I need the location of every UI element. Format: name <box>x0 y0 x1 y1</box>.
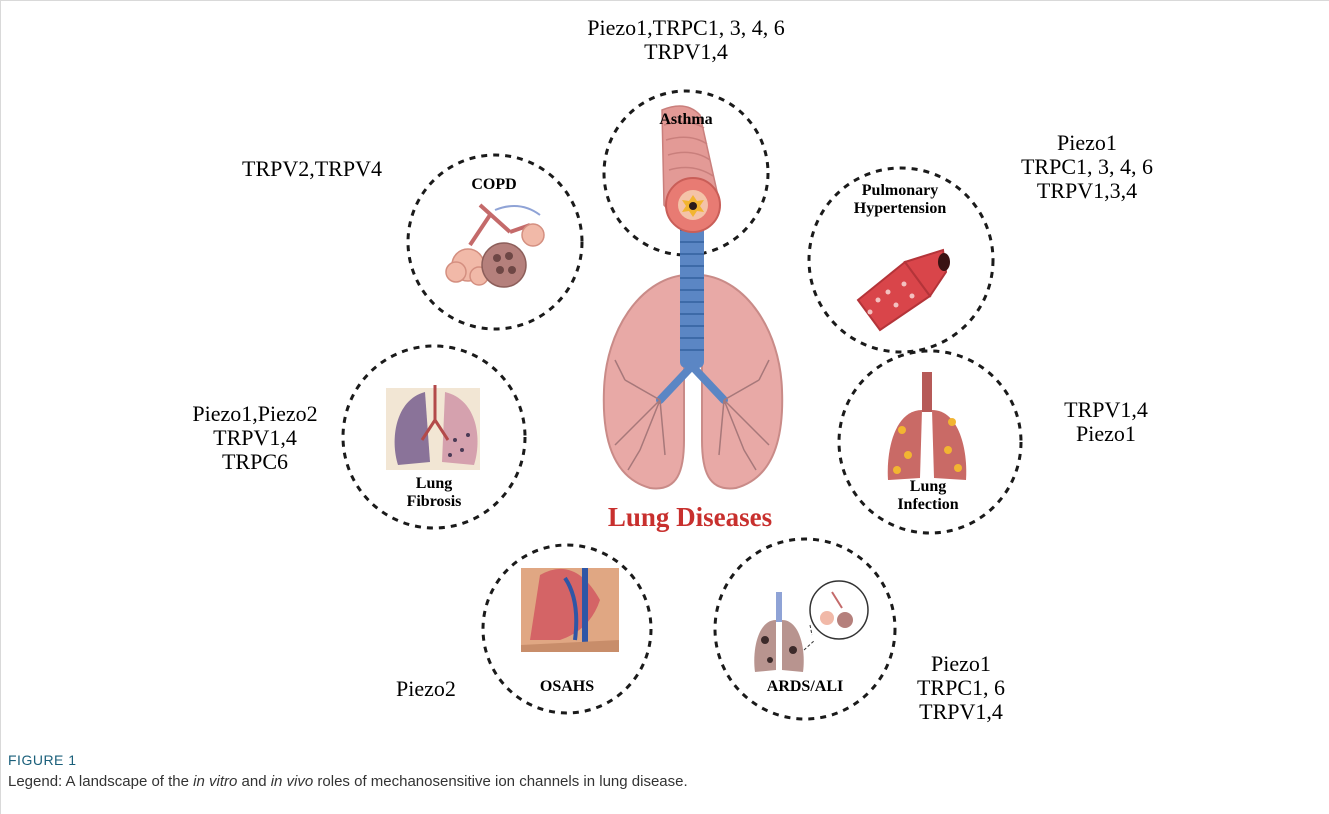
lung-infection-channels: TRPV1,4 Piezo1 <box>1046 398 1166 446</box>
pulmonary-hypertension-illustration <box>858 250 950 330</box>
asthma-title: Asthma <box>636 111 736 129</box>
figure-caption-head: FIGURE 1 <box>8 752 77 768</box>
osahs-channels: Piezo2 <box>396 677 486 701</box>
pulmonary-hypertension-channels: Piezo1 TRPC1, 3, 4, 6 TRPV1,3,4 <box>1002 131 1172 203</box>
lung-infection-illustration <box>888 372 967 480</box>
ards-ali-illustration <box>754 581 868 672</box>
lung-fibrosis-channels: Piezo1,Piezo2 TRPV1,4 TRPC6 <box>180 402 330 474</box>
lung-fibrosis-illustration <box>386 385 480 470</box>
copd-illustration <box>446 205 544 287</box>
copd-title: COPD <box>444 176 544 194</box>
asthma-channels: Piezo1,TRPC1, 3, 4, 6 TRPV1,4 <box>556 16 816 64</box>
osahs-title: OSAHS <box>517 678 617 696</box>
pulmonary-hypertension-title: Pulmonary Hypertension <box>830 182 970 218</box>
ards-ali-title: ARDS/ALI <box>745 678 865 696</box>
center-title: Lung Diseases <box>560 502 820 533</box>
figure-caption-text: Legend: A landscape of the in vitro and … <box>8 773 688 790</box>
copd-channels: TRPV2,TRPV4 <box>242 157 402 181</box>
lung-infection-title: Lung Infection <box>878 478 978 514</box>
osahs-illustration <box>521 568 619 652</box>
lung-fibrosis-title: Lung Fibrosis <box>384 475 484 511</box>
ards-ali-channels: Piezo1 TRPC1, 6 TRPV1,4 <box>896 652 1026 724</box>
central-lungs-illustration <box>604 218 782 488</box>
